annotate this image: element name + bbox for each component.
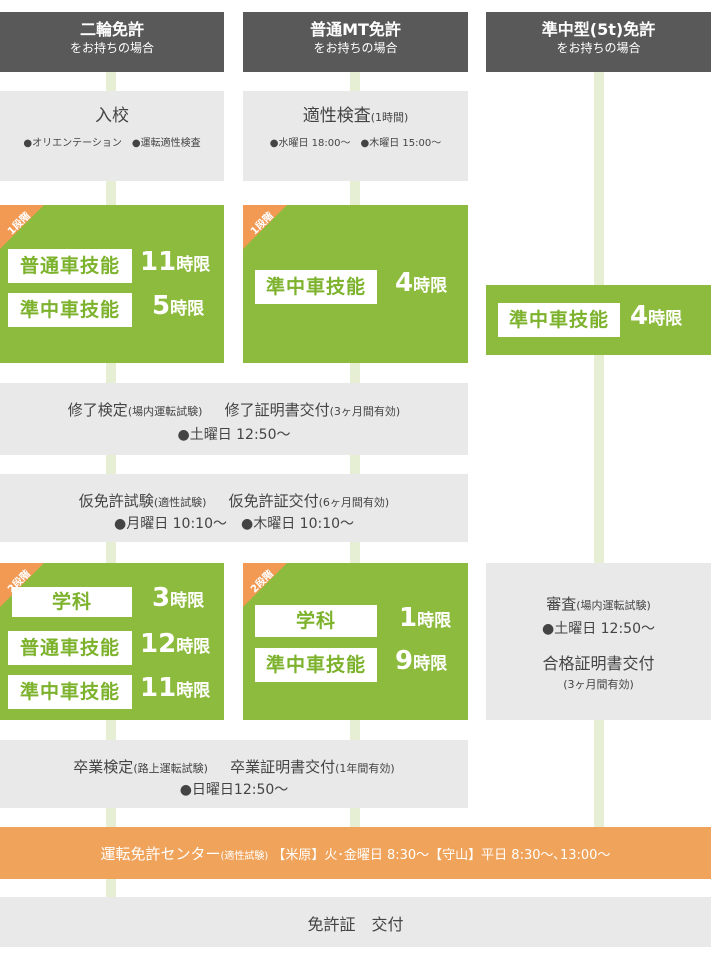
lesson-hours: 5時限 xyxy=(152,291,205,321)
header-subtitle: をお持ちの場合 xyxy=(313,41,398,55)
col2-stage2-box: 2段階 学科 1時限 準中車技能 9時限 xyxy=(243,563,468,720)
graduation-cert: 卒業証明書交付 xyxy=(230,758,336,776)
lesson-hours: 11時限 xyxy=(140,247,211,277)
lesson-label: 学科 xyxy=(255,605,377,637)
lesson-hours: 4時限 xyxy=(395,268,448,298)
lesson-hours: 3時限 xyxy=(152,583,205,613)
provisional-exam: 仮免許試験 xyxy=(78,492,154,510)
completion-cert: 修了証明書交付 xyxy=(224,401,330,419)
lesson-label: 普通車技能 xyxy=(8,249,132,283)
aptitude-note: (1時間) xyxy=(370,111,409,124)
header-title: 準中型(5t)免許 xyxy=(541,20,656,39)
completion-exam: 修了検定 xyxy=(67,401,128,419)
lesson-hours: 1時限 xyxy=(399,603,452,633)
header-subtitle: をお持ちの場合 xyxy=(69,41,154,55)
pass-cert-note: (3ヶ月間有効) xyxy=(563,678,634,691)
stage1-badge: 1段階 xyxy=(0,205,44,249)
admission-items: ●オリエンテーション ●運転適性検査 xyxy=(23,138,201,149)
aptitude-title: 適性検査 xyxy=(302,106,371,126)
license-issue: 免許証 交付 xyxy=(307,915,404,934)
lesson-hours: 9時限 xyxy=(395,646,448,676)
graduation-exam-note: (路上運転試験) xyxy=(133,762,208,775)
admission-box: 入校 ●オリエンテーション ●運転適性検査 xyxy=(0,91,224,181)
provisional-license-box: 仮免許試験(適性試験) 仮免許証交付(6ヶ月間有効) ●月曜日 10:10～ ●… xyxy=(0,474,468,542)
review-box: 審査(場内運転試験) ●土曜日 12:50～ 合格証明書交付 (3ヶ月間有効) xyxy=(486,563,711,720)
col1-stage2-box: 2段階 学科 3時限 普通車技能 12時限 準中車技能 11時限 xyxy=(0,563,224,720)
license-center-note: (適性試験) xyxy=(220,851,269,862)
flow-line-col3 xyxy=(594,70,604,830)
review-schedule: ●土曜日 12:50～ xyxy=(541,621,655,637)
lesson-label: 準中車技能 xyxy=(498,303,620,337)
provisional-exam-note: (適性試験) xyxy=(153,496,207,509)
header-standard-mt: 普通MT免許 をお持ちの場合 xyxy=(243,12,468,72)
lesson-hours: 11時限 xyxy=(140,673,211,703)
header-semi-medium: 準中型(5t)免許 をお持ちの場合 xyxy=(486,12,711,72)
graduation-schedule: ●日曜日12:50～ xyxy=(179,782,289,798)
header-title: 二輪免許 xyxy=(79,20,144,39)
lesson-label: 学科 xyxy=(12,587,132,617)
col2-stage1-box: 1段階 準中車技能 4時限 xyxy=(243,205,468,363)
license-center: 運転免許センター xyxy=(100,845,221,863)
graduation-box: 卒業検定(路上運転試験) 卒業証明書交付(1年間有効) ●日曜日12:50～ xyxy=(0,740,468,808)
col3-stage1-box: 準中車技能 4時限 xyxy=(486,285,711,355)
lesson-label: 準中車技能 xyxy=(255,270,377,304)
license-center-hours: 【米原】火･金曜日 8:30～【守山】平日 8:30～､13:00～ xyxy=(272,848,611,863)
lesson-label: 準中車技能 xyxy=(8,675,132,709)
lesson-label: 準中車技能 xyxy=(255,648,377,682)
lesson-hours: 12時限 xyxy=(140,629,211,659)
graduation-exam: 卒業検定 xyxy=(73,758,134,776)
provisional-issue: 仮免許証交付 xyxy=(228,492,319,510)
header-subtitle: をお持ちの場合 xyxy=(556,41,641,55)
header-motorcycle: 二輪免許 をお持ちの場合 xyxy=(0,12,224,72)
completion-schedule: ●土曜日 12:50～ xyxy=(177,427,291,443)
col1-stage1-box: 1段階 普通車技能 11時限 準中車技能 5時限 xyxy=(0,205,224,363)
aptitude-box: 適性検査(1時間) ●水曜日 18:00～ ●木曜日 15:00～ xyxy=(243,91,468,181)
review-note: (場内運転試験) xyxy=(576,599,651,612)
graduation-cert-note: (1年間有効) xyxy=(335,762,395,775)
admission-title: 入校 xyxy=(95,106,129,126)
completion-exam-note: (場内運転試験) xyxy=(127,405,203,418)
review-title: 審査 xyxy=(546,595,577,613)
license-issue-box: 免許証 交付 xyxy=(0,897,711,947)
lesson-hours: 4時限 xyxy=(630,301,683,331)
stage2-badge: 2段階 xyxy=(243,563,287,607)
completion-cert-note: (3ヶ月間有効) xyxy=(329,405,401,418)
provisional-issue-note: (6ヶ月間有効) xyxy=(318,496,390,509)
stage1-badge: 1段階 xyxy=(243,205,287,249)
header-title: 普通MT免許 xyxy=(310,20,401,39)
provisional-schedule: ●月曜日 10:10～ ●木曜日 10:10～ xyxy=(113,516,355,532)
license-center-banner: 運転免許センター(適性試験)【米原】火･金曜日 8:30～【守山】平日 8:30… xyxy=(0,827,711,879)
lesson-label: 準中車技能 xyxy=(8,293,132,327)
lesson-label: 普通車技能 xyxy=(8,631,132,665)
aptitude-items: ●水曜日 18:00～ ●木曜日 15:00～ xyxy=(269,138,442,149)
pass-cert: 合格証明書交付 xyxy=(542,654,655,673)
completion-exam-box: 修了検定(場内運転試験) 修了証明書交付(3ヶ月間有効) ●土曜日 12:50～ xyxy=(0,383,468,455)
